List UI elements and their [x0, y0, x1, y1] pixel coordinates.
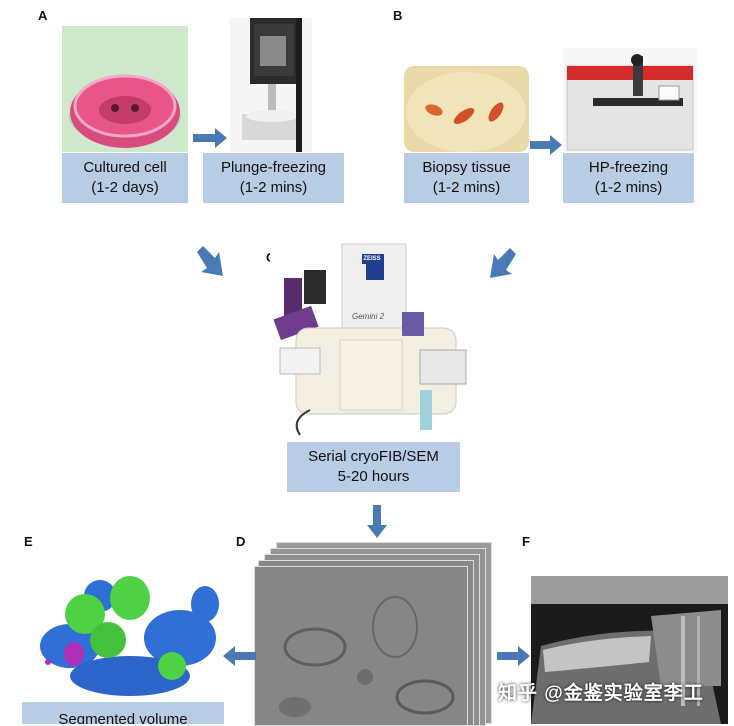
panel-a-letter: A — [38, 8, 48, 23]
plunge-freezing-title: Plunge-freezing — [220, 159, 327, 176]
plunge-freezing-duration: (1-2 mins) — [239, 179, 308, 196]
hp-freezer-photo — [563, 48, 697, 152]
plunge-freezing-label: Plunge-freezing (1-2 mins) — [203, 153, 344, 203]
stack-sheet-front — [254, 566, 468, 726]
biopsy-tissue-duration: (1-2 mins) — [432, 179, 501, 196]
panel-b-letter: B — [393, 8, 403, 23]
cultured-cell-label: Cultured cell (1-2 days) — [62, 153, 188, 203]
gemini-model-label: Gemini 2 — [352, 312, 385, 321]
watermark: 知乎 @金鉴实验室李工 — [498, 683, 704, 704]
segmented-volume-caption: Segmented volume — [58, 711, 188, 724]
cultured-cell-duration: (1-2 days) — [91, 179, 159, 196]
cultured-cell-photo — [62, 26, 188, 152]
cryofib-sem-title: Serial cryoFIB/SEM — [308, 448, 439, 465]
panel-e-letter: E — [24, 534, 33, 549]
arrow-c-to-d — [367, 505, 387, 538]
arrow-d-to-e — [223, 646, 256, 666]
arrow-d-to-f — [497, 646, 530, 666]
cryofib-sem-label: Serial cryoFIB/SEM 5-20 hours — [287, 442, 460, 492]
arrow-b-right — [530, 135, 562, 155]
hp-freezing-duration: (1-2 mins) — [594, 179, 663, 196]
cryofib-sem-duration: 5-20 hours — [337, 468, 410, 485]
cultured-cell-title: Cultured cell — [83, 159, 167, 176]
panel-d-letter: D — [236, 534, 246, 549]
volume-reconstruction-image — [531, 576, 728, 724]
biopsy-tissue-title: Biopsy tissue — [422, 159, 511, 176]
hp-freezing-label: HP-freezing (1-2 mins) — [563, 153, 694, 203]
zeiss-badge: ZEISS — [362, 254, 382, 264]
biopsy-tissue-label: Biopsy tissue (1-2 mins) — [404, 153, 529, 203]
image-stack — [254, 542, 494, 726]
arrow-a-to-c — [197, 246, 223, 276]
cryo-fib-sem-photo — [270, 240, 480, 440]
arrow-b-to-c — [490, 248, 516, 278]
plunge-freezer-photo — [230, 18, 312, 152]
segmented-volume-label: Segmented volume — [22, 702, 224, 724]
panel-f-letter: F — [522, 534, 530, 549]
hp-freezing-title: HP-freezing — [588, 159, 669, 176]
arrow-a-right — [193, 128, 227, 148]
biopsy-tissue-photo — [404, 66, 529, 152]
segmented-volume-render — [30, 566, 220, 702]
